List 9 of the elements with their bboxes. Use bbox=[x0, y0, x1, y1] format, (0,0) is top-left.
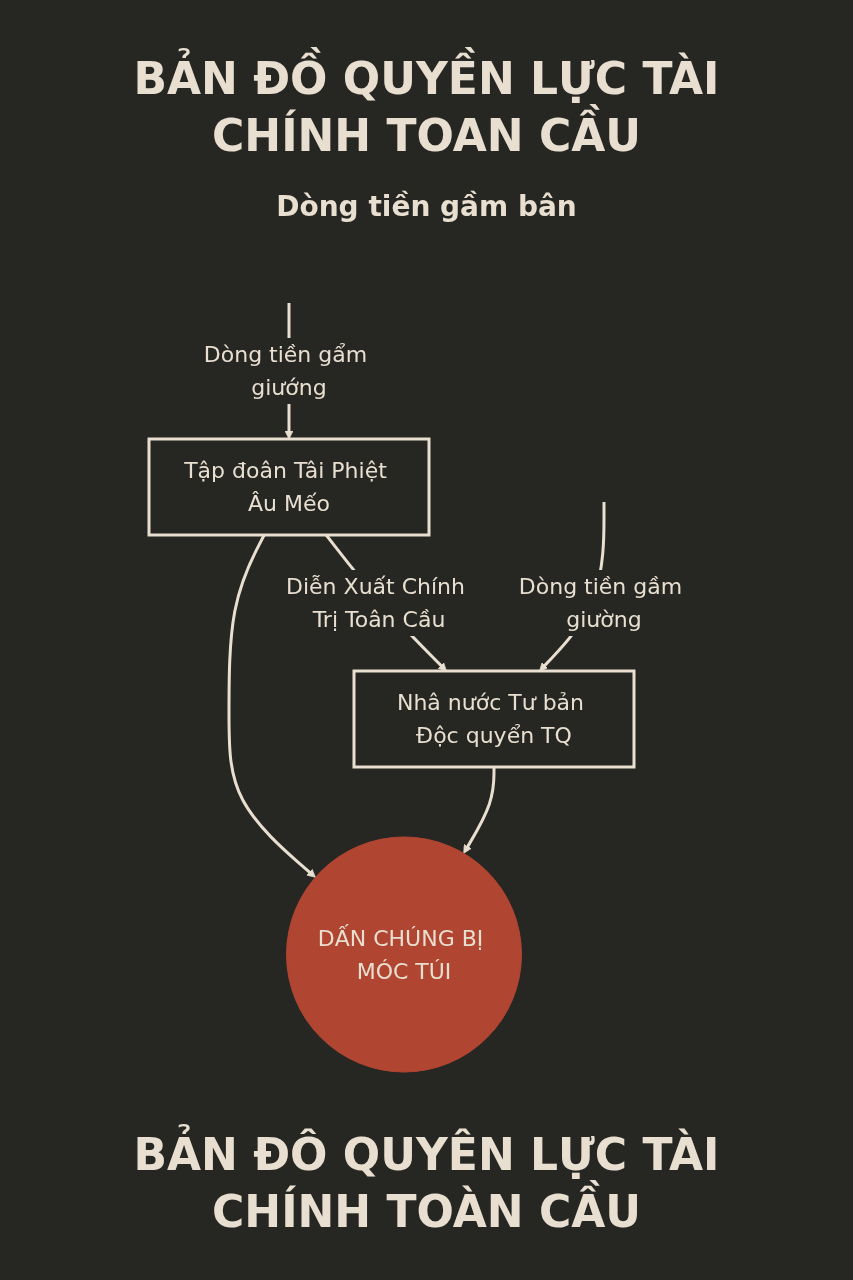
caption: BẢN ĐÔ QUYÊN LỰC TÀI CHÍNH TOÀN CẦU bbox=[80, 1125, 773, 1240]
edge-label: Dòng tiền gầm giường bbox=[518, 574, 683, 632]
edge-label: Diễn Xuất Chính Trị Toân Cầu bbox=[286, 574, 465, 632]
node-circle: DẤN CHÚNG BỊ MÓC TÚI bbox=[286, 836, 522, 1073]
edge-label: Dòng tiền gẩm giướng bbox=[203, 342, 368, 400]
node-box: Tập đoân Tâi Phiệt Âu Mếo bbox=[147, 437, 431, 537]
flow-label: Dòng tiền gầm bân bbox=[276, 190, 577, 224]
node-box: Nhâ nước Tư bản Độc quyển TQ bbox=[352, 669, 636, 769]
arrow bbox=[463, 767, 496, 854]
